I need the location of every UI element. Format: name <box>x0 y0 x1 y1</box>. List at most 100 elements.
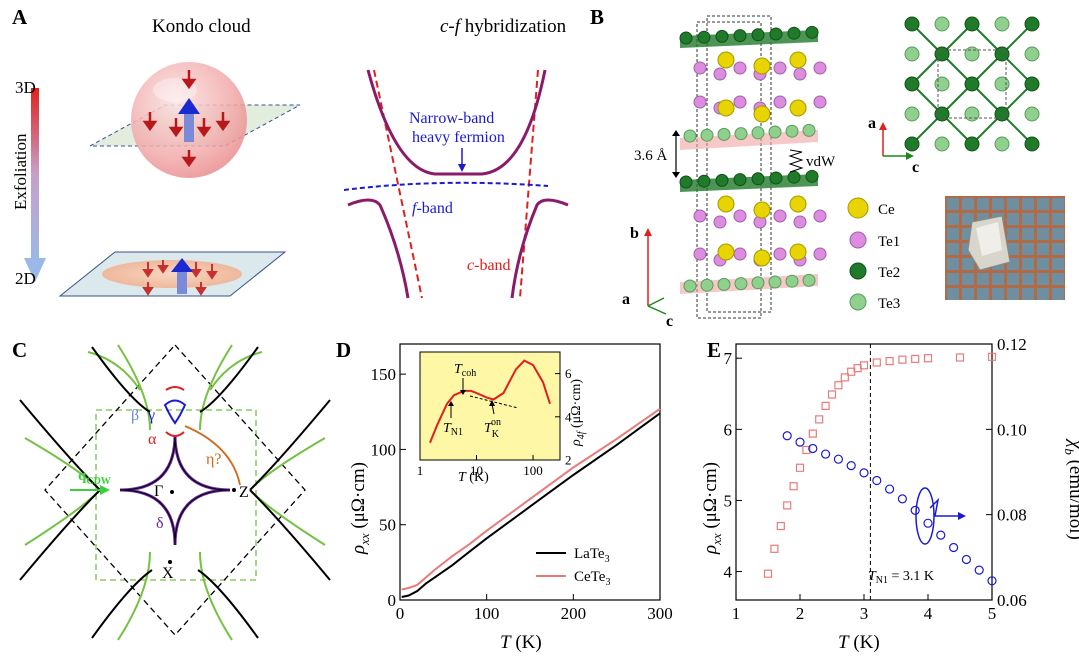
q-cdw-arrow-head <box>100 485 110 495</box>
chi-series-marker-ellipse <box>915 487 935 545</box>
atom-te1 <box>693 61 707 75</box>
chi-point <box>808 443 818 454</box>
lattice-atom-te3 <box>934 16 950 32</box>
chi-point <box>910 505 920 515</box>
spacing-arrow-top <box>672 130 680 136</box>
photo-cell <box>1007 273 1019 285</box>
atom-ce <box>717 243 735 261</box>
vdw-label: vdW <box>806 154 836 170</box>
atom-te1 <box>813 247 827 261</box>
e-yr-tick-label: 0.08 <box>997 506 1027 525</box>
atom-te2 <box>715 29 729 43</box>
heavy-fermion-label: heavy fermion <box>412 129 505 146</box>
photo-cell <box>1022 213 1034 225</box>
photo-cell <box>1007 228 1019 240</box>
legend-swatch-te1 <box>849 231 867 249</box>
photo-cell <box>947 288 959 300</box>
big-spin-2d <box>171 258 193 294</box>
label-3d: 3D <box>15 78 36 97</box>
rho-point <box>770 544 779 553</box>
legend-item-te1: Te1 <box>849 231 900 250</box>
lattice-atom-te2 <box>994 46 1010 62</box>
gamma-pocket <box>163 399 187 425</box>
chi-point <box>872 475 882 486</box>
d-x-tick-label: 0 <box>396 604 405 623</box>
lattice-atom-te2 <box>904 76 920 92</box>
inset-axis-a-label: a <box>868 115 876 132</box>
atom-te1 <box>793 67 807 81</box>
e-yl-tick-label: 6 <box>724 420 733 439</box>
panel-a-letter: A <box>12 5 28 29</box>
rho-point <box>911 354 920 364</box>
rho-point <box>789 482 798 491</box>
lattice-atom-te3 <box>904 106 920 122</box>
panel-c-letter: C <box>12 338 27 362</box>
panel-c: C <box>12 338 331 641</box>
atom-te2 <box>787 170 801 184</box>
rho-point <box>859 361 869 370</box>
atom-te2 <box>751 28 765 42</box>
atom-te1 <box>793 215 807 229</box>
lattice-atom-te3 <box>1024 46 1040 62</box>
atom-te1 <box>693 247 707 261</box>
legend-label-te3: Te3 <box>878 296 900 312</box>
legend-label-te2: Te2 <box>878 265 900 281</box>
photo-cell <box>977 273 989 285</box>
narrow-band-label: Narrow-band <box>409 110 494 127</box>
rho-point <box>885 356 894 366</box>
atom-ce <box>789 99 807 117</box>
lattice-atom-te2 <box>934 106 950 122</box>
unit-cell-box <box>706 15 772 313</box>
e-ylabel-right: χb (emu/mol) <box>1062 438 1079 540</box>
photo-cell <box>992 273 1004 285</box>
photo-cell <box>947 228 959 240</box>
lattice-atom-te2 <box>964 16 980 32</box>
panel-b: B 3.6 Å vdW b a c <box>590 5 1065 330</box>
lattice-atom-te3 <box>934 76 950 92</box>
rho-point <box>776 521 785 531</box>
atom-te1 <box>813 209 827 223</box>
gamma-label: γ <box>147 407 155 424</box>
atom-te1 <box>693 209 707 223</box>
e-x-tick-label: 2 <box>796 604 805 623</box>
tn1-annotation: TN1 = 3.1 K <box>868 569 934 586</box>
vdw-zigzag <box>788 149 804 173</box>
alpha-pocket <box>165 431 185 437</box>
c-band-dashed-left <box>373 69 423 299</box>
exfoliation-arrow-shaft <box>31 88 39 260</box>
photo-cell <box>1052 273 1064 285</box>
atom-ce <box>789 51 807 69</box>
tcoh-arrow-head <box>460 390 466 395</box>
atom-layers <box>680 30 818 294</box>
d-y-tick-label: 100 <box>371 440 397 459</box>
rho-point <box>872 358 881 367</box>
atom-te3 <box>785 124 799 138</box>
axis-c-label: c <box>666 313 673 330</box>
lattice-atom-te3 <box>994 16 1010 32</box>
spin-arrows-3d <box>142 70 231 168</box>
atom-te3 <box>734 277 748 291</box>
atom-te1 <box>813 95 827 109</box>
photo-cell <box>1052 243 1064 255</box>
chi-point <box>936 530 946 540</box>
photo-cell <box>1007 198 1019 210</box>
photo-cell <box>962 258 974 270</box>
atom-te1 <box>773 61 787 75</box>
tn1-arrow-head <box>448 401 454 406</box>
photo-cell <box>1037 198 1049 210</box>
rho-point <box>763 569 773 578</box>
delta-pocket-outline <box>119 434 231 546</box>
photo-cell <box>947 243 959 255</box>
atom-te2 <box>805 25 819 39</box>
atom-te2 <box>697 174 711 188</box>
atom-te2 <box>805 169 819 183</box>
photo-cell <box>1022 243 1034 255</box>
d-x-tick-label: 100 <box>474 604 500 623</box>
atom-te2 <box>769 171 783 185</box>
atom-ce <box>753 57 771 75</box>
chi-point <box>897 494 908 504</box>
f-band-line <box>343 181 549 191</box>
